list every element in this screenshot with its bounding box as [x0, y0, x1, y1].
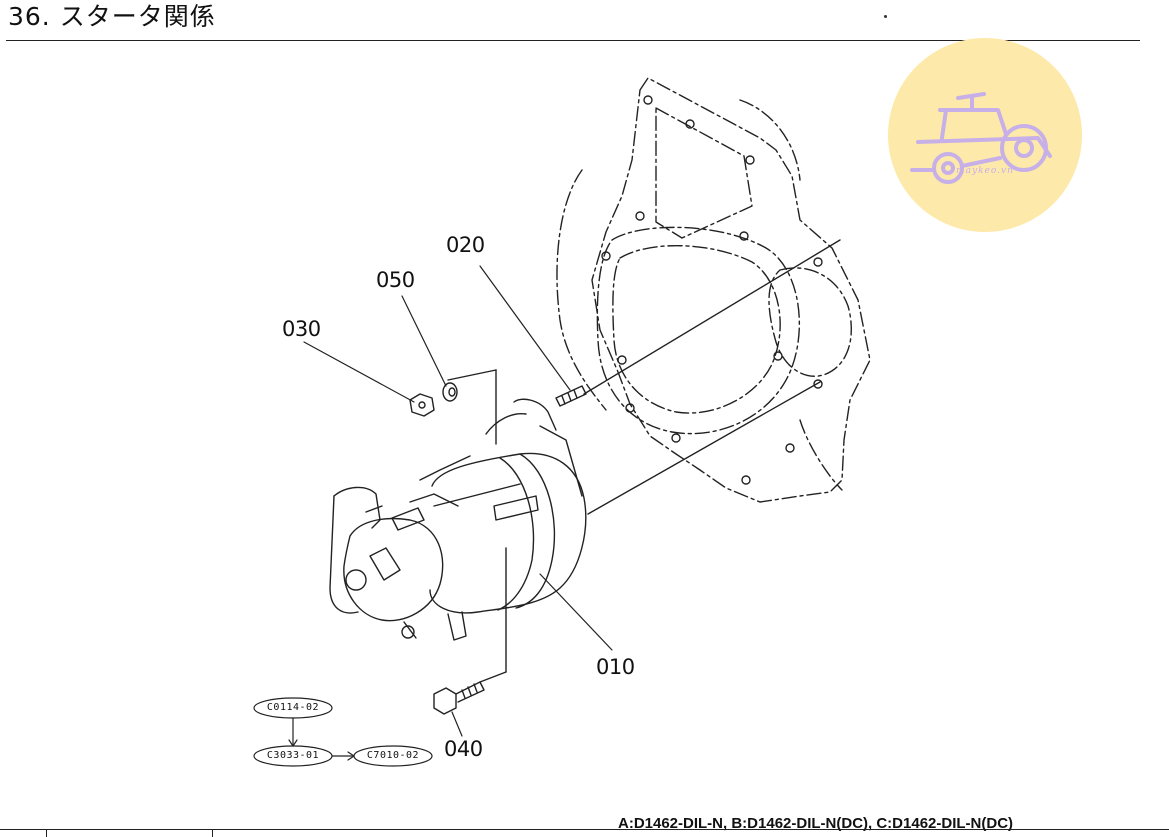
- ref-code-1: C0114-02: [266, 702, 320, 713]
- starter-motor: [329, 398, 587, 641]
- part-label-020: 020: [446, 233, 485, 257]
- ref-code-3: C7010-02: [366, 750, 420, 761]
- stray-dot: [884, 15, 887, 18]
- ref-code-2: C3033-01: [266, 750, 320, 761]
- lock-washer-050: [442, 382, 458, 402]
- model-applicability: A:D1462-DIL-N, B:D1462-DIL-N(DC), C:D146…: [618, 815, 1014, 832]
- footer-tick: [46, 829, 47, 837]
- bolt-040: [433, 681, 485, 715]
- leader-lines: [303, 265, 613, 737]
- watermark-text: maykeo.vn: [956, 166, 1014, 176]
- part-label-010: 010: [596, 655, 635, 679]
- watermark-badge: maykeo.vn: [888, 38, 1082, 232]
- part-label-040: 040: [444, 737, 483, 761]
- flywheel-housing: [556, 77, 871, 503]
- part-label-030: 030: [282, 317, 321, 341]
- stud-bolt-020: [555, 385, 587, 407]
- hex-nut-030: [409, 393, 435, 417]
- housing-bolt-holes: [601, 95, 823, 485]
- footer-rule: [0, 829, 1169, 830]
- footer-tick: [212, 829, 213, 837]
- center-lines: [447, 239, 841, 683]
- title-rule: [6, 40, 1140, 41]
- page-title: 36. スタータ関係: [8, 2, 216, 31]
- tractor-icon: [910, 92, 1052, 184]
- part-label-050: 050: [376, 268, 415, 292]
- reference-bubbles: [253, 697, 433, 767]
